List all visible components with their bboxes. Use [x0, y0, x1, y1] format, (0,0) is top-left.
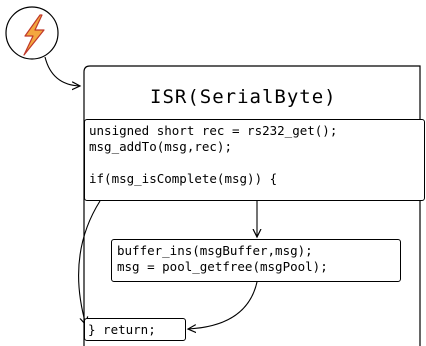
code-line: msg = pool_getfree(msgPool); — [117, 259, 328, 274]
return-code-block: } return; — [84, 318, 186, 341]
code-line: unsigned short rec = rs232_get(); — [89, 123, 338, 138]
code-line: buffer_ins(msgBuffer,msg); — [117, 243, 313, 258]
code-line: } return; — [88, 322, 156, 337]
body-code-block: buffer_ins(msgBuffer,msg); msg = pool_ge… — [111, 239, 401, 282]
init-code-block: unsigned short rec = rs232_get(); msg_ad… — [84, 119, 425, 201]
code-line: if(msg_isComplete(msg)) { — [89, 171, 278, 186]
arrow-icon-to-isr — [44, 56, 80, 86]
code-line: msg_addTo(msg,rec); — [89, 139, 232, 154]
arrow-init-to-return — [78, 200, 101, 325]
arrow-body-to-return — [188, 281, 258, 329]
isr-frame — [83, 65, 421, 346]
code-line-blank — [89, 155, 424, 171]
interrupt-lightning-icon — [5, 6, 59, 60]
isr-title: ISR(SerialByte) — [150, 86, 337, 108]
